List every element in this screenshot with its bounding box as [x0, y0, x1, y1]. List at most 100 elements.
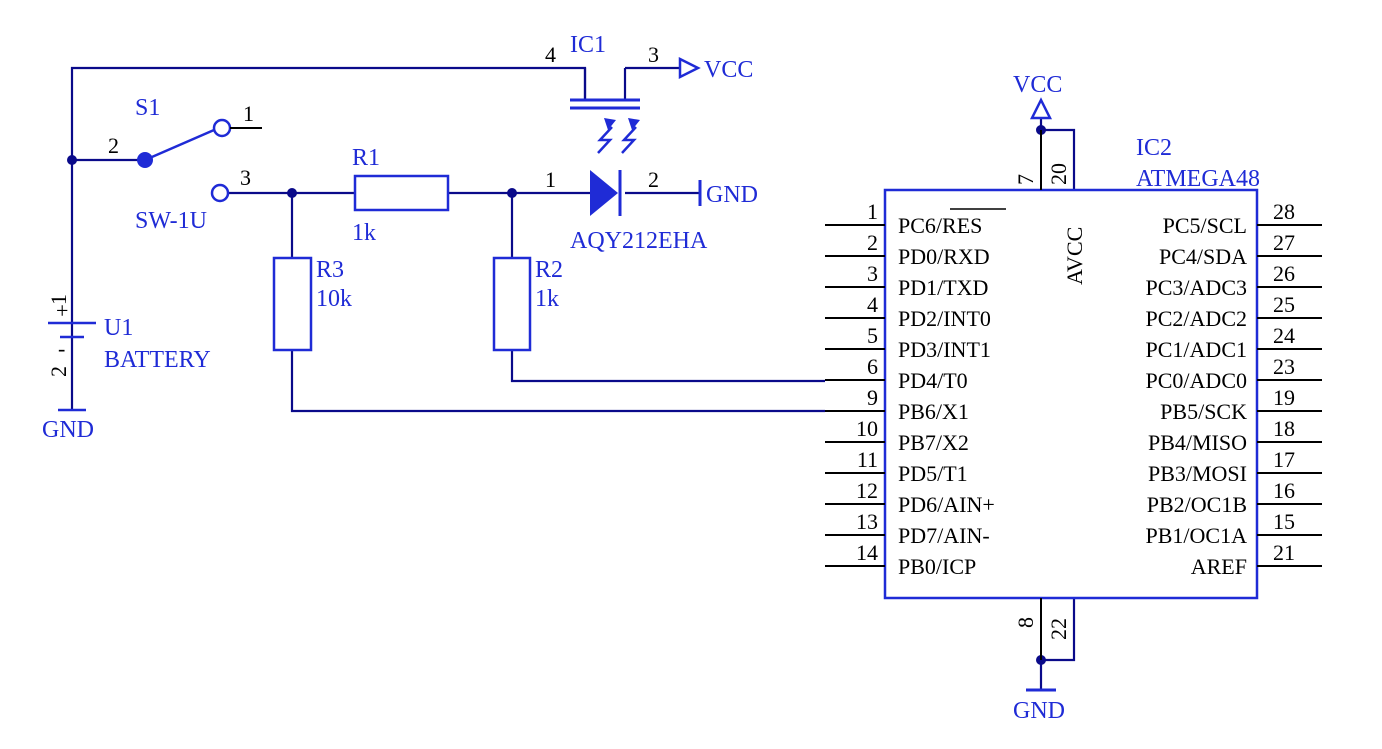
r1-value: 1k: [352, 220, 376, 246]
ic2-pin-name: PC2/ADC2: [1146, 306, 1247, 331]
ic2-pin-name: AREF: [1191, 554, 1247, 579]
r1-ref: R1: [352, 145, 380, 171]
ic2-pin-name: PB5/SCK: [1160, 399, 1247, 424]
gnd-symbol: GND: [1013, 688, 1065, 724]
ic1-pin2: 2: [648, 167, 659, 192]
ic2-pin-name: PB0/ICP: [898, 554, 976, 579]
ic2-right-pins: 28PC5/SCL27PC4/SDA26PC3/ADC325PC2/ADC224…: [1146, 199, 1322, 579]
r2-ref: R2: [535, 257, 563, 283]
ic2-pin-number: 11: [857, 447, 878, 472]
light-arrow-head-icon: [604, 118, 616, 130]
ic2-body: [883, 188, 1259, 600]
gnd-symbol: GND: [42, 408, 94, 443]
ic1-pin3: 3: [648, 42, 659, 67]
ic2-pin-number: 2: [867, 230, 878, 255]
r2-value: 1k: [535, 286, 559, 312]
ic2-pin-name: PD6/AIN+: [898, 492, 995, 517]
r3-body: [272, 256, 313, 352]
ic1-pin4: 4: [545, 42, 556, 67]
wire-r2-to-pd4: [510, 350, 825, 383]
junction-dot: [67, 155, 77, 165]
ic2-pin-number: 9: [867, 385, 878, 410]
ic2-pin-number: 27: [1273, 230, 1295, 255]
ic2-pin-number: 3: [867, 261, 878, 286]
ic2-pin-name: PC3/ADC3: [1146, 275, 1247, 300]
ic1-ref: IC1: [570, 32, 606, 58]
ic2-pin-number: 19: [1273, 385, 1295, 410]
ic2-pin-name: PB6/X1: [898, 399, 969, 424]
ic2-bottom-pin-8: 8: [1013, 617, 1038, 628]
resistor-r1: R1 1k: [352, 145, 450, 246]
ic2-pin-name: PB3/MOSI: [1148, 461, 1247, 486]
ic2-pin-name: PB1/OC1A: [1146, 523, 1248, 548]
vcc-arrow-icon: [678, 56, 701, 80]
ic1-pin1: 1: [545, 167, 556, 192]
gnd-label: GND: [42, 417, 94, 443]
ic2-pin-name: PC6/RES: [898, 213, 982, 238]
r2-body: [492, 256, 532, 352]
u1-ref: U1: [104, 315, 133, 341]
ic2-pin-name: PD7/AIN-: [898, 523, 990, 548]
ic2-left-pins: 1PC6/RES2PD0/RXD3PD1/TXD4PD2/INT05PD3/IN…: [825, 199, 1006, 579]
wire-gnd-to-pin22: [1039, 598, 1076, 690]
ic2-pin-number: 21: [1273, 540, 1295, 565]
junction-dot: [287, 188, 297, 198]
switch-s1: S1 SW-1U 1 2 3: [108, 95, 262, 234]
ic2-pin-number: 17: [1273, 447, 1295, 472]
light-arrow-head-icon: [628, 118, 640, 130]
ic2-pin-number: 23: [1273, 354, 1295, 379]
battery-u1: + - 1 2 U1 BATTERY: [46, 294, 211, 377]
u1-pin2: 2: [46, 366, 71, 377]
ic2-pin-number: 5: [867, 323, 878, 348]
ic2-pin-number: 13: [856, 509, 878, 534]
wire-vcc-to-avcc: [1039, 118, 1076, 190]
r1-body: [353, 174, 450, 212]
light-arrow-icon: [597, 126, 613, 154]
ic2-pin-name: PD5/T1: [898, 461, 968, 486]
ic2-pin-number: 6: [867, 354, 878, 379]
ic2-pin-name: PD1/TXD: [898, 275, 988, 300]
ic2-pin-number: 10: [856, 416, 878, 441]
ic2-top-pin-20: 20: [1046, 163, 1071, 185]
ic2-pin-name: PD3/INT1: [898, 337, 991, 362]
ic2-pin-number: 1: [867, 199, 878, 224]
ic2-value: ATMEGA48: [1136, 166, 1260, 192]
resistor-r2: R2 1k: [492, 256, 563, 352]
mcu-ic2: IC2 ATMEGA48 7 20 AVCC 8 22 1PC6/RES2PD0…: [825, 130, 1322, 660]
junction-dot: [507, 188, 517, 198]
ic2-pin-name: PB4/MISO: [1148, 430, 1247, 455]
ic2-pin-number: 15: [1273, 509, 1295, 534]
u1-pin1: 1: [46, 294, 71, 305]
gnd-label: GND: [706, 182, 758, 208]
vcc-symbol: VCC: [1013, 72, 1062, 120]
ic2-pin-number: 12: [856, 478, 878, 503]
ic2-pin-number: 4: [867, 292, 878, 317]
relay-ic1: IC1 AQY212EHA 4 3 1 2: [545, 32, 708, 254]
s1-pin2: 2: [108, 133, 119, 158]
led-diode-icon: [590, 170, 618, 216]
r3-ref: R3: [316, 257, 344, 283]
vcc-symbol: VCC: [678, 56, 753, 83]
vcc-arrow-icon: [1029, 97, 1053, 120]
ic2-pin-name: PC5/SCL: [1163, 213, 1247, 238]
gnd-symbol: GND: [698, 180, 758, 208]
ic2-pin-name: PC4/SDA: [1159, 244, 1247, 269]
ic2-pin-name: PD0/RXD: [898, 244, 990, 269]
ic2-pin-number: 24: [1273, 323, 1295, 348]
switch-contact-3: [210, 183, 230, 203]
switch-contact-1: [212, 118, 232, 138]
u1-value: BATTERY: [104, 347, 211, 373]
s1-pin3: 3: [240, 165, 251, 190]
vcc-label: VCC: [1013, 72, 1062, 98]
ic2-pin-number: 26: [1273, 261, 1295, 286]
ic1-value: AQY212EHA: [570, 228, 708, 254]
ic2-pin-number: 14: [856, 540, 878, 565]
gnd-label: GND: [1013, 698, 1065, 724]
wire-r3-to-pb6: [290, 350, 825, 413]
ic2-pin-name: PB2/OC1B: [1147, 492, 1247, 517]
ic2-pin-name: PC1/ADC1: [1146, 337, 1247, 362]
s1-ref: S1: [135, 95, 160, 121]
battery-minus: -: [58, 336, 65, 361]
vcc-label: VCC: [704, 57, 753, 83]
